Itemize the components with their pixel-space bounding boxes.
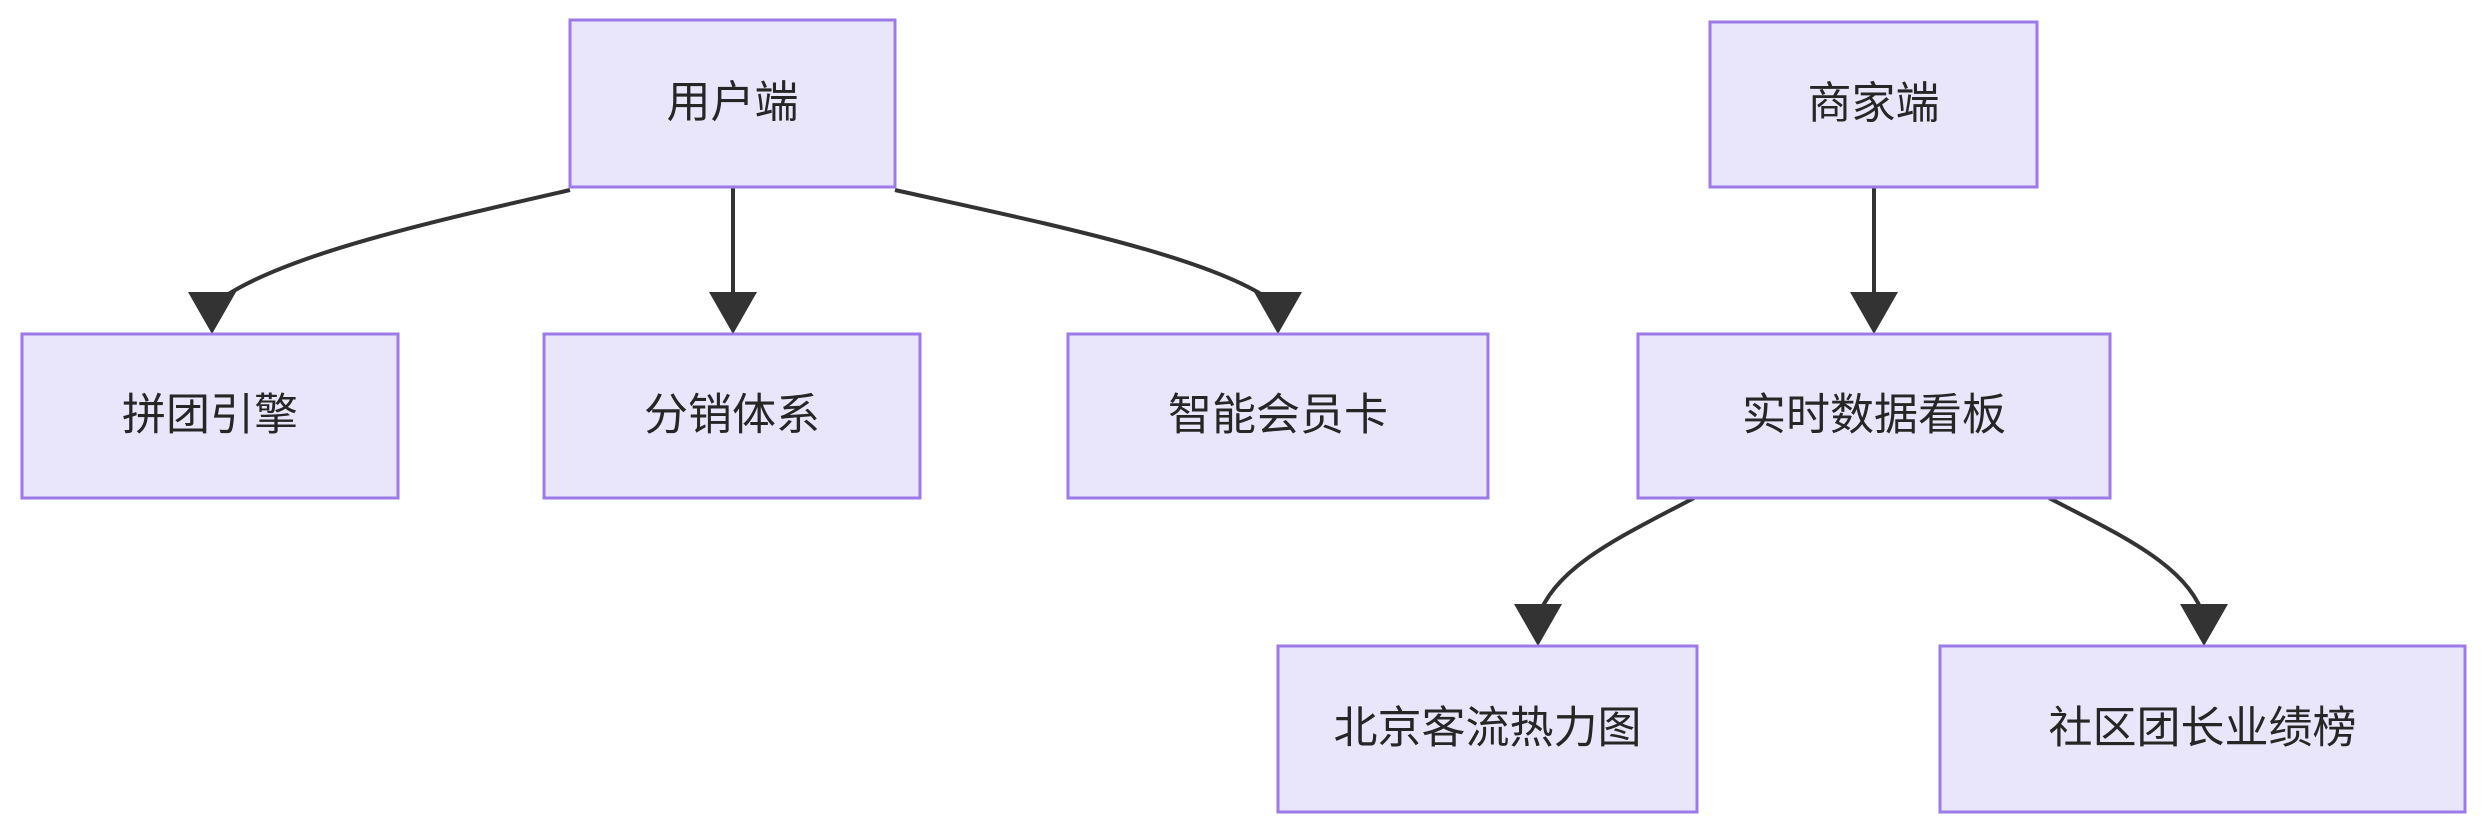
edges-layer: [188, 187, 2228, 646]
node-box[interactable]: [1708, 20, 2039, 189]
edge-merchant-to-dashboard: [1850, 187, 1898, 334]
node-box[interactable]: [1938, 644, 2467, 814]
node-box[interactable]: [1276, 644, 1699, 814]
edge-user-to-group-buy: [188, 188, 571, 334]
node-label: 社区团长业绩榜: [2049, 704, 2357, 753]
edge-line: [2048, 496, 2206, 619]
edge-dashboard-to-ranking: [2048, 496, 2228, 646]
node-label: 实时数据看板: [1742, 391, 2006, 440]
edge-user-to-member-card: [894, 188, 1302, 334]
arrowhead-icon: [1254, 292, 1302, 334]
arrowhead-icon: [709, 292, 757, 334]
node-box[interactable]: [568, 18, 897, 189]
node-merchant-client[interactable]: 商家端: [1708, 20, 2039, 189]
node-distribution-system[interactable]: 分销体系: [542, 332, 922, 500]
node-user-client[interactable]: 用户端: [568, 18, 897, 189]
node-label: 用户端: [667, 78, 799, 127]
edge-user-to-distribution: [709, 187, 757, 334]
edge-line: [894, 188, 1280, 308]
node-label: 拼团引擎: [122, 391, 298, 440]
node-label: 北京客流热力图: [1334, 704, 1642, 753]
node-group-buy-engine[interactable]: 拼团引擎: [20, 332, 400, 500]
node-smart-member-card[interactable]: 智能会员卡: [1066, 332, 1490, 500]
node-realtime-dashboard[interactable]: 实时数据看板: [1636, 332, 2112, 500]
arrowhead-icon: [1514, 604, 1562, 646]
node-box[interactable]: [542, 332, 922, 500]
node-box[interactable]: [20, 332, 400, 500]
node-box[interactable]: [1066, 332, 1490, 500]
arrowhead-icon: [2180, 604, 2228, 646]
arrowhead-icon: [1850, 292, 1898, 334]
node-beijing-traffic-heatmap[interactable]: 北京客流热力图: [1276, 644, 1699, 814]
node-label: 分销体系: [644, 391, 820, 440]
edge-line: [1536, 496, 1695, 619]
edge-dashboard-to-heatmap: [1514, 496, 1695, 646]
node-label: 商家端: [1808, 79, 1940, 128]
node-label: 智能会员卡: [1168, 391, 1388, 440]
node-community-leader-ranking[interactable]: 社区团长业绩榜: [1938, 644, 2467, 814]
arrowhead-icon: [188, 292, 236, 334]
node-box[interactable]: [1636, 332, 2112, 500]
edge-line: [210, 188, 571, 308]
